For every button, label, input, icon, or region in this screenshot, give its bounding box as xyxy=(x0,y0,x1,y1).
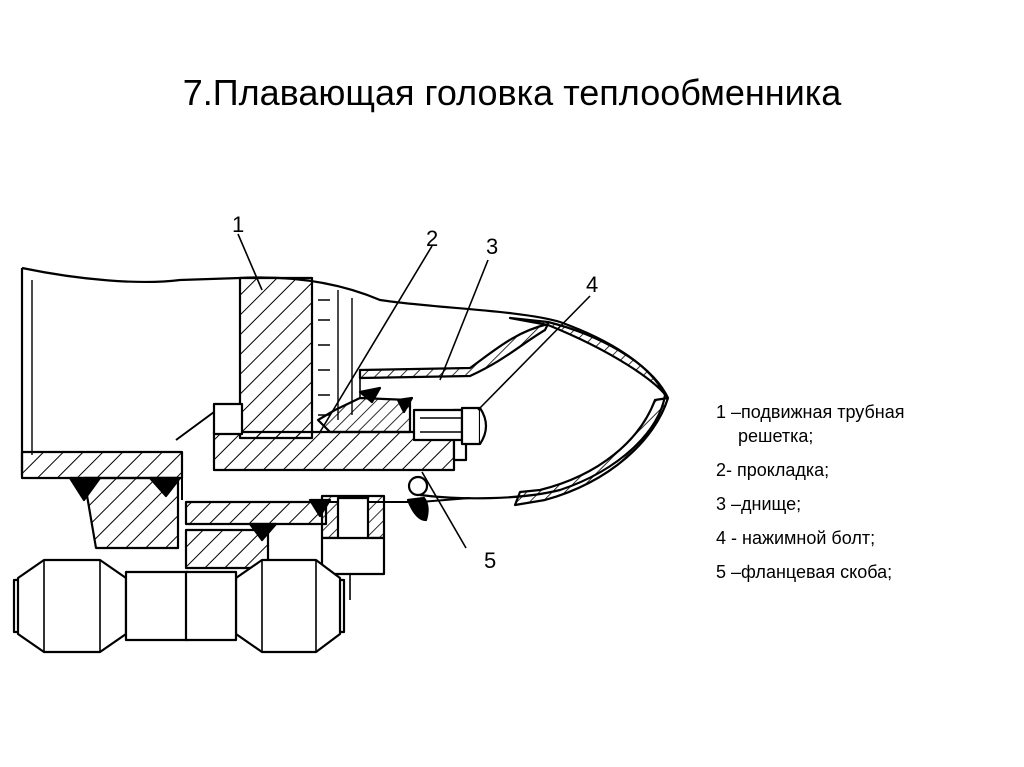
legend-item-5: 5 –фланцевая скоба; xyxy=(716,562,893,582)
callout-3: 3 xyxy=(486,234,498,259)
gasket-black-dish xyxy=(358,386,382,404)
floating-head-drawing: 1 2 3 4 5 xyxy=(12,212,670,654)
leader-3 xyxy=(439,259,489,381)
callout-4: 4 xyxy=(586,272,598,297)
tube-sheet-1 xyxy=(238,276,314,440)
gasket-2 xyxy=(316,396,412,434)
lower-flange-right xyxy=(184,528,270,570)
gasket-black-mid xyxy=(148,476,182,498)
legend-item-2: 2- прокладка; xyxy=(716,460,830,480)
gasket-black-dish2 xyxy=(396,396,414,414)
channel-flange xyxy=(184,500,328,526)
gasket-black-clamp xyxy=(406,496,429,522)
shell-outline xyxy=(20,266,241,475)
gasket-black-left xyxy=(68,476,102,502)
legend-item-4: 4 - нажимной болт; xyxy=(716,528,876,548)
washer-right xyxy=(184,570,238,642)
leader-4 xyxy=(477,295,591,411)
slide-title: 7.Плавающая головка теплообменника xyxy=(182,72,842,113)
clamp-bolt xyxy=(320,494,386,600)
callout-5: 5 xyxy=(484,548,496,573)
pressure-bolt-4 xyxy=(412,406,488,446)
dish-inner-band xyxy=(358,322,550,380)
shell-flange-plate xyxy=(20,450,184,480)
main-bolt xyxy=(12,558,346,654)
nut-left xyxy=(16,558,128,654)
legend-item-1: 1 –подвижная трубная решетка; xyxy=(716,400,1016,448)
dish-bottom-3 xyxy=(508,316,670,507)
legend: 1 –подвижная трубная решетка; 2- проклад… xyxy=(716,400,1016,594)
leader-1 xyxy=(237,233,263,291)
leader-2 xyxy=(319,245,433,433)
legend-item-1-cont: решетка; xyxy=(738,426,814,446)
lower-flange-left xyxy=(82,476,180,550)
callout-1: 1 xyxy=(232,212,244,237)
leader-5 xyxy=(421,471,467,549)
gasket-black-low xyxy=(248,522,278,542)
callout-2: 2 xyxy=(426,226,438,251)
legend-item-3: 3 –днище; xyxy=(716,494,802,514)
nut-right xyxy=(234,558,342,654)
legend-item-1-text: 1 –подвижная трубная xyxy=(716,402,905,422)
washer-left xyxy=(124,570,190,642)
clamp-pin xyxy=(407,475,429,497)
